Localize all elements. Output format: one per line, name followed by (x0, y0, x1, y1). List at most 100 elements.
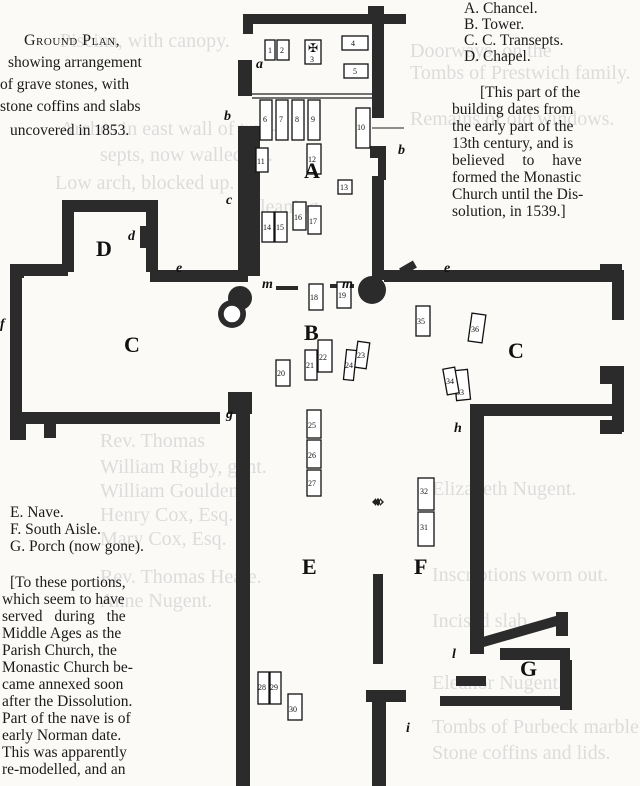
bleed-text: Piscina, with canopy. (60, 30, 230, 52)
slab-number: 14 (263, 223, 271, 232)
slab-17 (307, 205, 322, 235)
grave-slabs: 1 2 3 ✠ 4 5 6 7 8 9 10 11 12 13 14 15 16… (255, 35, 487, 721)
slab-number: 13 (340, 183, 348, 192)
label-l: l (452, 647, 456, 662)
slab-8 (291, 99, 305, 141)
label-b-left: b (224, 109, 231, 124)
bleed-text: Remains of old windows. (410, 108, 615, 130)
note-bottom-line: came annexed soon (2, 676, 124, 693)
slab-20 (275, 359, 291, 387)
slab-number: 16 (294, 213, 302, 222)
note-top-line: solution, in 1539.] (452, 203, 566, 220)
slab-13 (337, 179, 353, 195)
plan-title: Ground Plan, (24, 32, 121, 49)
slab-25 (306, 409, 322, 439)
note-top-line: the early part of the (452, 118, 574, 135)
label-b-right: b (398, 143, 405, 158)
label-g: g (225, 407, 233, 422)
note-bottom-line: early Norman date. (2, 727, 122, 744)
slab-11 (255, 147, 269, 173)
slab-22 (317, 339, 333, 373)
slab-30 (287, 693, 303, 721)
label-F: F (414, 554, 427, 579)
plan-walls (10, 6, 624, 786)
slab-number: 20 (277, 369, 285, 378)
slab-number: 11 (257, 157, 265, 166)
slab-number: 10 (357, 123, 365, 132)
plan-subtitle-line: stone coffins and slabs (0, 98, 141, 115)
slab-number: 22 (319, 353, 327, 362)
slab-number: 31 (420, 523, 428, 532)
slab-number: 30 (289, 705, 297, 714)
slab-28 (257, 671, 270, 705)
slab-1 (264, 39, 276, 61)
bleed-text: Arches in east wall of tran- (60, 118, 278, 140)
legend-item-chancel: A. Chancel. (464, 0, 538, 17)
slab-32 (417, 477, 435, 511)
slab-34 (442, 366, 460, 396)
slab-26 (306, 439, 322, 469)
slab-number: 36 (471, 325, 479, 334)
label-c: c (226, 193, 233, 208)
slab-18 (308, 283, 324, 311)
bleed-text: William Goulden. (100, 480, 244, 502)
slab-number: 23 (357, 351, 365, 360)
slab-9 (307, 99, 321, 141)
slab-24 (342, 348, 358, 382)
legend-item-transepts: C. C. Transepts. (464, 32, 564, 49)
slab-number: 4 (351, 39, 355, 48)
label-h: h (454, 421, 462, 436)
bleed-text: Doorways, on the (410, 40, 552, 62)
note-bottom-line: after the Dissolution. (2, 693, 133, 710)
slab-27 (306, 469, 322, 497)
slab-number: 19 (338, 291, 346, 300)
label-C-right: C (508, 338, 524, 363)
bleed-text: William Rigby, gent. (100, 456, 267, 478)
bleed-text: Anne Nugent. (100, 590, 213, 612)
legend-item-nave: E. Nave. (10, 504, 64, 521)
slab-number: 26 (308, 451, 316, 460)
note-bottom-line: served during the (2, 608, 126, 625)
slab-7 (275, 99, 289, 141)
slab-number: 17 (309, 217, 317, 226)
legend-item-south-aisle: F. South Aisle. (10, 521, 101, 538)
slab-15 (274, 211, 288, 243)
slab-14 (261, 211, 275, 243)
label-a: a (256, 57, 263, 72)
bleed-text: septs, now walled up. (100, 144, 273, 166)
note-bottom-line: re-modelled, and an (2, 761, 126, 778)
label-E: E (302, 554, 317, 579)
slab-10 (355, 107, 371, 149)
label-C-left: C (124, 332, 140, 357)
bleed-text: Stone coffins and lids. (432, 742, 611, 764)
note-bottom-line: Part of the nave is of (2, 710, 131, 727)
bleed-text: Low arch, blocked up. (55, 172, 235, 194)
slab-number: 21 (306, 361, 314, 370)
slab-29 (269, 671, 282, 705)
bleed-text: Tombs of Prestwich family. (410, 62, 631, 84)
slab-number: 3 (310, 55, 314, 64)
legend-item-chapel: D. Chapel. (464, 48, 531, 65)
label-G: G (520, 656, 537, 681)
slab-number: 15 (276, 223, 284, 232)
label-B: B (304, 320, 319, 345)
label-d: d (128, 229, 136, 244)
note-bottom-line: Monastic Church be- (2, 659, 133, 676)
bleed-text: Elizabeth Nugent. (432, 478, 577, 500)
label-i: i (406, 721, 410, 736)
slab-36 (467, 312, 487, 344)
label-A: A (304, 158, 320, 183)
slab-number: 27 (308, 479, 316, 488)
slab-number: 5 (353, 67, 357, 76)
slab-number: 2 (280, 46, 284, 55)
bleed-text: Henry Cox, Esq. (100, 504, 234, 526)
slab-number: 8 (295, 115, 299, 124)
note-bottom-line: Parish Church, the (2, 642, 117, 659)
bleed-text: Rev. Thomas (100, 430, 205, 452)
slab-number: 33 (456, 388, 464, 397)
note-bottom-line: Middle Ages as the (2, 625, 122, 642)
label-e-right: e (444, 261, 450, 276)
bleed-text: Rev. Thomas Heale. (100, 566, 262, 588)
legend-item-tower: B. Tower. (464, 16, 525, 33)
